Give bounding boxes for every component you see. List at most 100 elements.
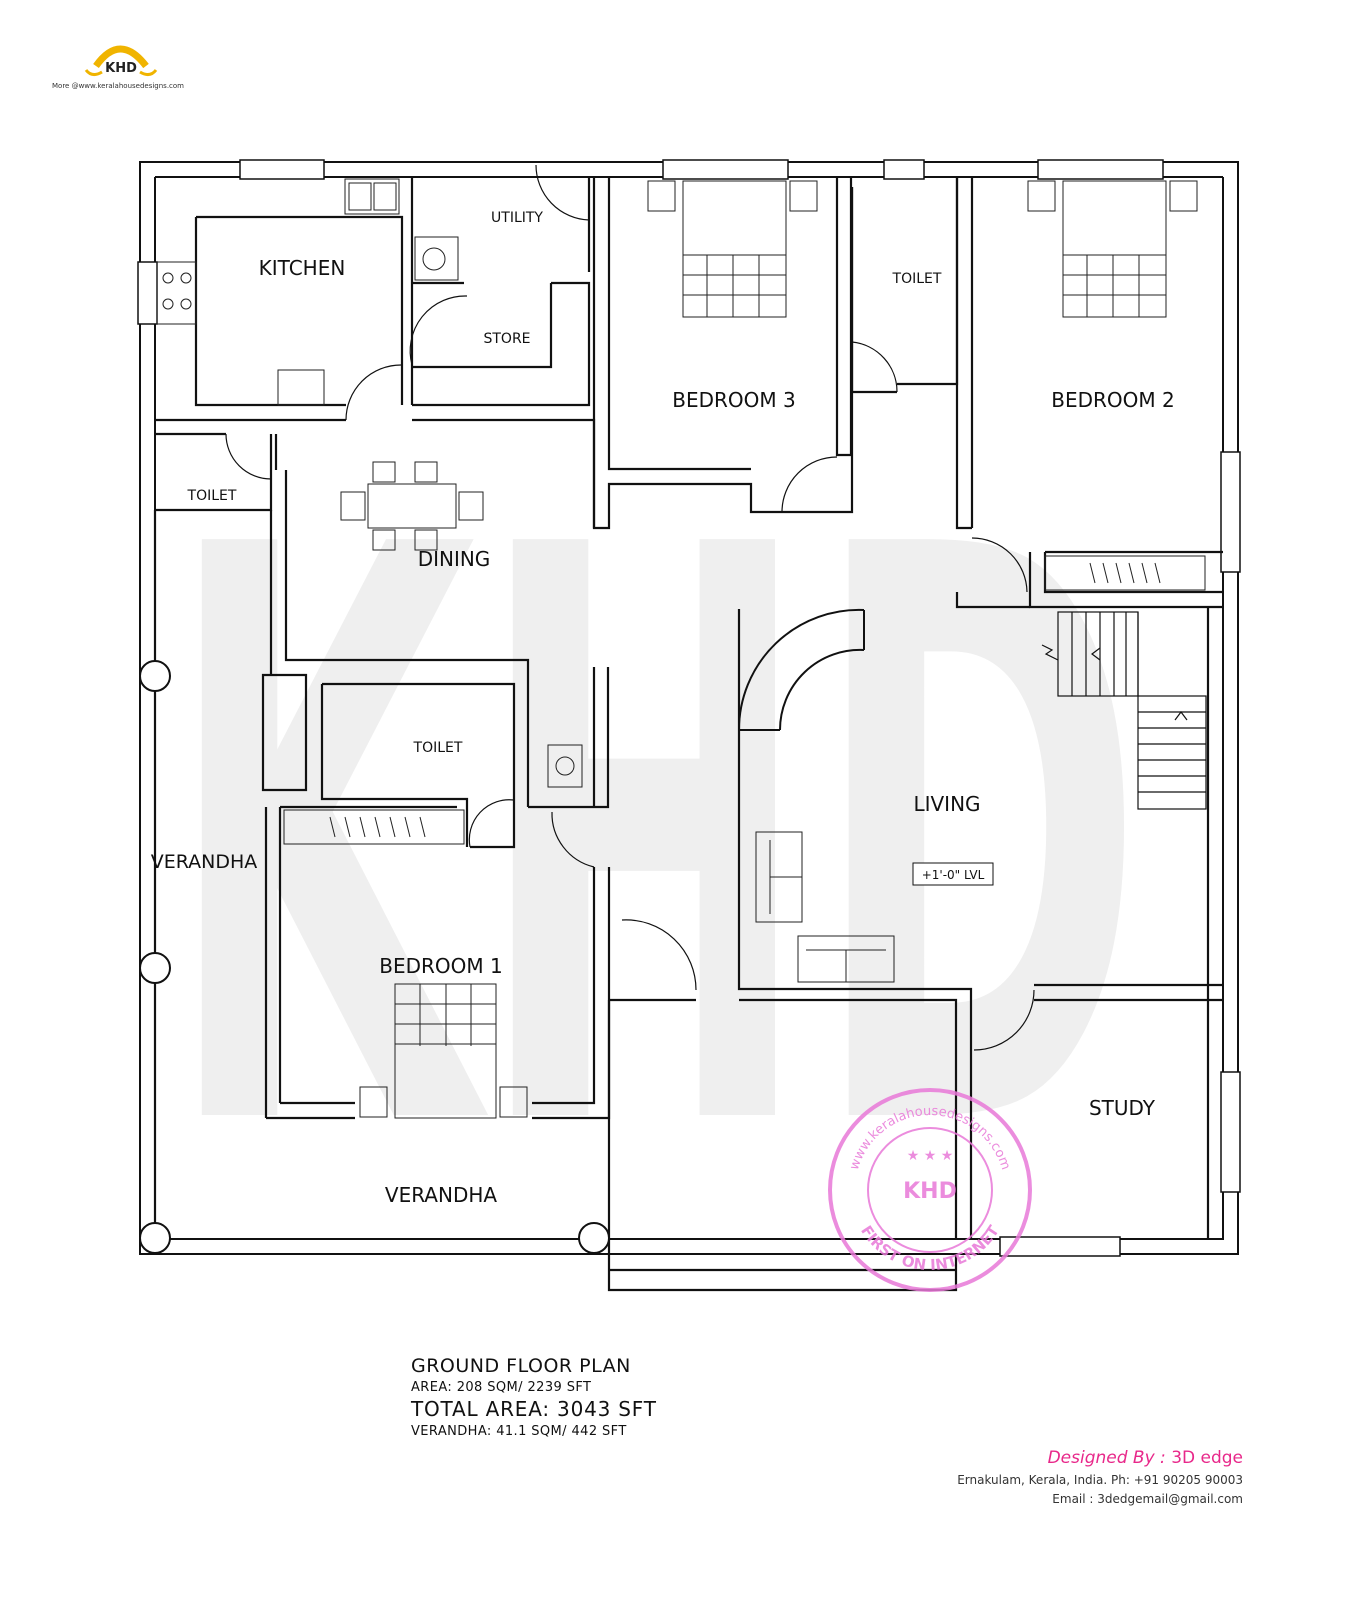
window-kitchen: [239, 159, 325, 180]
designer-address: Ernakulam, Kerala, India. Ph: +91 90205 …: [957, 1473, 1243, 1487]
label-bedroom2: BEDROOM 2: [1051, 388, 1174, 412]
window-bedroom3: [662, 159, 789, 180]
window-kitchen-side: [137, 261, 158, 325]
stair-treads-lower: [1138, 711, 1206, 793]
watermark: KHD: [165, 383, 1145, 1302]
wall-bedroom2-left-inner: [955, 177, 972, 530]
plan-area: AREA: 208 SQM/ 2239 SFT: [411, 1380, 592, 1395]
stair-arrow-up-icon: [1091, 647, 1101, 661]
column-1: [139, 660, 171, 692]
column-4: [578, 1222, 610, 1254]
label-living: LIVING: [913, 792, 980, 816]
windows: [137, 159, 1241, 1257]
wash-basin-bowl: [555, 756, 575, 776]
door-toilet-left: [225, 433, 272, 480]
designer-credits: Designed By : 3D edge Ernakulam, Kerala,…: [957, 1448, 1243, 1506]
kitchen-hob-icon: [156, 261, 197, 325]
hob-burner-2: [180, 272, 192, 284]
sofa-front-cushions: [806, 949, 886, 982]
sofa-side-cushions: [769, 840, 802, 914]
door-bedroom1: [551, 811, 595, 868]
door-store: [409, 295, 468, 366]
dining-chair-6: [458, 491, 484, 521]
plan-total-area: TOTAL AREA: 3043 SFT: [411, 1397, 657, 1421]
stair-arrow-side-icon: [1174, 711, 1188, 721]
columns: [139, 660, 610, 1254]
wardrobe-bedroom1-hangers: [329, 816, 426, 838]
label-bedroom3: BEDROOM 3: [672, 388, 795, 412]
door-toilet-top: [851, 341, 898, 393]
label-kitchen: KITCHEN: [259, 256, 346, 280]
logo-swoosh-right: [139, 69, 158, 77]
dining-table-icon: [367, 483, 457, 529]
kitchen-sink-bowl-1: [348, 182, 372, 211]
dining-chair-5: [340, 491, 366, 521]
wall-store-inner: [412, 283, 553, 369]
hob-burner-4: [180, 298, 192, 310]
door-utility: [535, 164, 590, 221]
stair-flight-lower: [1137, 695, 1207, 810]
label-toilet-mid: TOILET: [413, 740, 463, 756]
window-bedroom2-side: [1220, 451, 1241, 573]
side-table-b3-right: [789, 180, 818, 212]
kitchen-sink-bowl-2: [373, 182, 397, 211]
wall-toilet-mid-inner: [320, 684, 469, 847]
label-verandha-side: VERANDHA: [151, 851, 258, 873]
wall-duct: [261, 510, 308, 792]
wall-bedroom3: [592, 177, 854, 530]
label-verandha-front: VERANDHA: [385, 1183, 497, 1207]
wardrobe-bedroom2-hangers: [1089, 562, 1161, 584]
stamp-inner-ring: [867, 1127, 993, 1253]
kitchen-sink-icon: [344, 178, 400, 215]
dining-chair-3: [372, 529, 396, 551]
dining-chair-4: [414, 529, 438, 551]
furniture: [156, 178, 1206, 1119]
label-store: STORE: [483, 331, 530, 347]
wall-bedroom3-right-inner: [835, 177, 851, 457]
designer-email[interactable]: Email : 3dedgemail@gmail.com: [1052, 1492, 1243, 1506]
column-3: [139, 1222, 171, 1254]
logo-mark: KHD: [84, 45, 158, 77]
window-study-front: [999, 1236, 1121, 1257]
side-table-b3-left: [647, 180, 676, 212]
door-main: [621, 919, 697, 991]
stamp-letters: KHD: [903, 1179, 957, 1204]
wall-store-right: [412, 281, 591, 407]
room-labels: KITCHEN UTILITY STORE BEDROOM 3 TOILET B…: [151, 210, 1175, 1207]
logo-letters: KHD: [105, 61, 137, 76]
window-toilet: [883, 159, 925, 180]
curved-wall-outer: [737, 608, 865, 731]
bed-bedroom2-quilt: [1063, 254, 1166, 317]
doors: [225, 164, 1035, 1051]
wall-kitchen-top: [196, 215, 404, 405]
wash-basin-icon: [547, 744, 583, 788]
logo-site-link[interactable]: More @www.keralahousedesigns.com: [52, 82, 185, 90]
fridge-icon: [277, 369, 325, 406]
wall-bedroom3-inner: [607, 177, 751, 471]
dining-chair-1: [372, 461, 396, 483]
wall-living-left: [737, 609, 973, 1239]
bed-bedroom3-icon: [682, 180, 787, 318]
khd-logo: KHD More @www.keralahousedesigns.com: [50, 38, 190, 94]
stair-break-line: [1041, 644, 1059, 661]
designer-firm: 3D edge: [1171, 1448, 1243, 1468]
logo-arc: [93, 45, 149, 69]
wall-washbasin: [528, 667, 610, 809]
wall-toilet-top-left: [850, 187, 897, 394]
washing-machine-drum: [422, 247, 446, 271]
label-bedroom1: BEDROOM 1: [379, 954, 502, 978]
window-study-side: [1220, 1071, 1241, 1193]
plan-verandha-area: VERANDHA: 41.1 SQM/ 442 SFT: [411, 1424, 627, 1439]
washing-machine-icon: [414, 236, 459, 281]
door-study: [973, 989, 1035, 1051]
column-2: [139, 952, 171, 984]
wall-bedroom1-right-inner: [532, 867, 596, 1105]
plan-title: GROUND FLOOR PLAN: [411, 1355, 631, 1377]
wardrobe-bedroom2-icon: [1044, 555, 1206, 591]
door-bedroom2: [971, 537, 1028, 593]
dining-chair-2: [414, 461, 438, 483]
side-table-b2-right: [1169, 180, 1198, 212]
stamp-outer-ring: [828, 1088, 1032, 1292]
staircase: [1041, 611, 1207, 810]
label-toilet-left: TOILET: [187, 488, 237, 504]
